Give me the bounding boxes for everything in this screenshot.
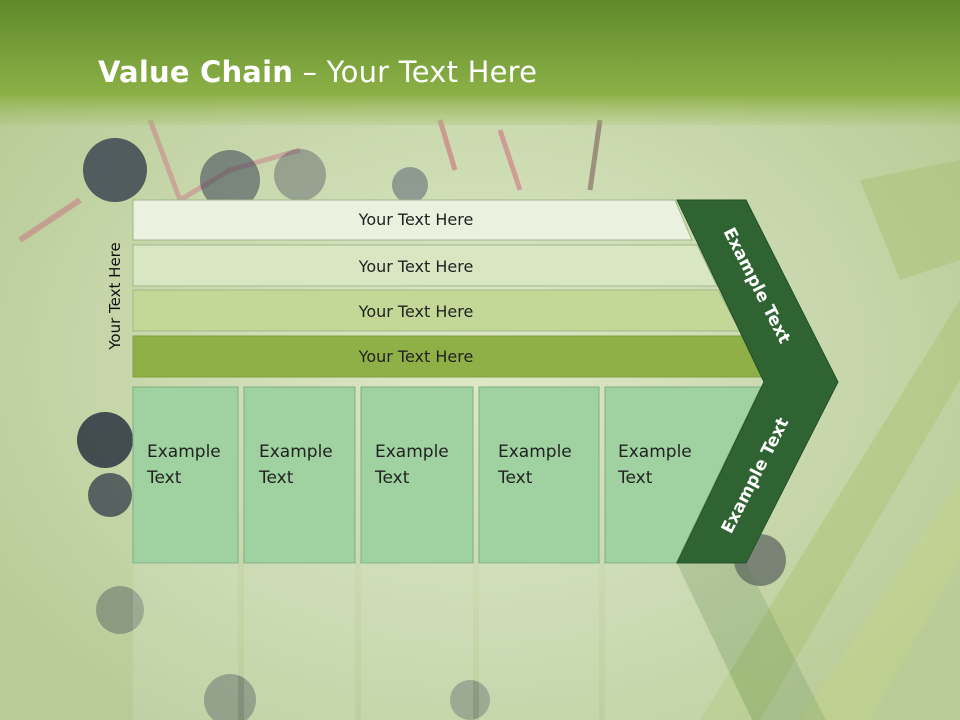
box-3-label: Example Text xyxy=(375,439,449,491)
box-3-line1: Example xyxy=(375,442,449,462)
box-3[interactable] xyxy=(360,386,474,564)
band-3-label: Your Text Here xyxy=(358,302,474,321)
box-5[interactable] xyxy=(604,386,762,564)
box-4-label: Example Text xyxy=(498,439,572,491)
band-2[interactable] xyxy=(132,244,718,287)
title-rest: – Your Text Here xyxy=(293,55,538,89)
box-5-line2: Text xyxy=(618,468,653,488)
box-4-line2: Text xyxy=(498,468,533,488)
box-4[interactable] xyxy=(478,386,600,564)
margin-chevron[interactable] xyxy=(676,199,839,564)
box-1-line2: Text xyxy=(147,468,182,488)
diagram-reflection xyxy=(133,563,826,720)
page-title: Value Chain – Your Text Here xyxy=(98,55,537,89)
box-2[interactable] xyxy=(243,386,356,564)
box-2-line1: Example xyxy=(259,442,333,462)
box-2-label: Example Text xyxy=(259,439,333,491)
box-5-label: Example Text xyxy=(618,439,692,491)
box-1[interactable] xyxy=(132,386,239,564)
band-2-label: Your Text Here xyxy=(358,257,474,276)
band-1-label: Your Text Here xyxy=(358,210,474,229)
band-1[interactable] xyxy=(132,199,693,241)
box-3-line2: Text xyxy=(375,468,410,488)
title-bold: Value Chain xyxy=(98,55,294,89)
box-5-line1: Example xyxy=(618,442,692,462)
box-1-label: Example Text xyxy=(147,439,221,491)
box-1-line1: Example xyxy=(147,442,221,462)
box-4-line1: Example xyxy=(498,442,572,462)
band-4-label: Your Text Here xyxy=(358,347,474,366)
box-2-line2: Text xyxy=(259,468,294,488)
